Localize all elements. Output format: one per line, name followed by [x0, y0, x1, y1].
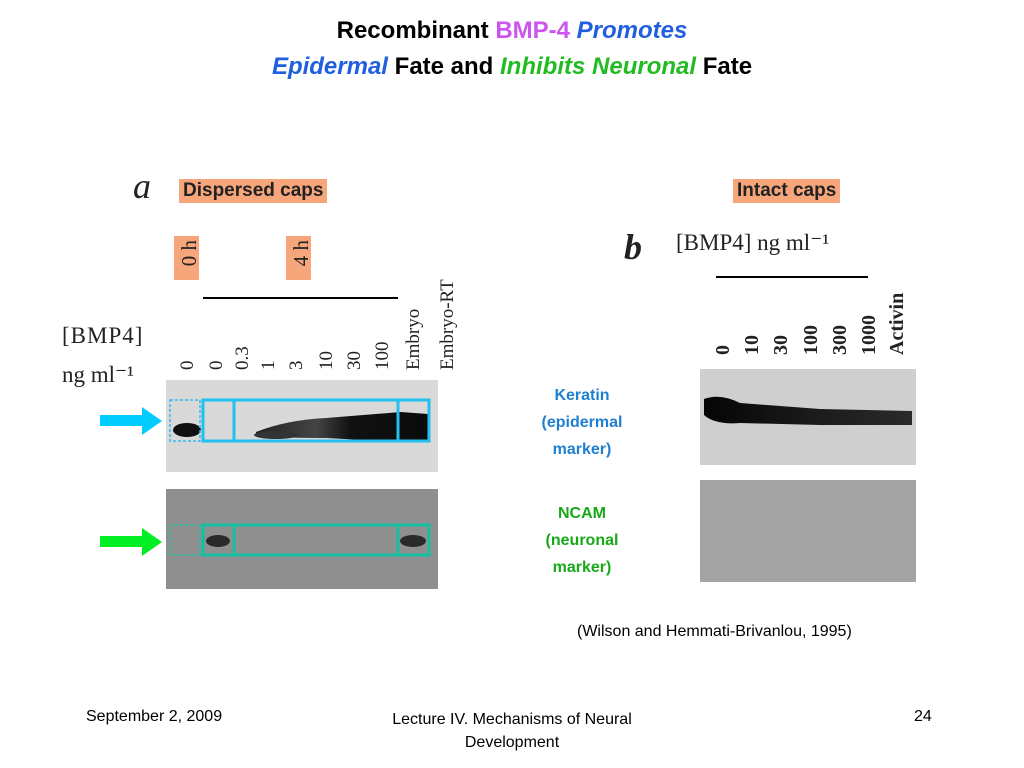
- panel-a-letter: a: [133, 166, 151, 206]
- marker-line: (epidermal: [541, 414, 623, 431]
- time-4h-text: 4 h: [289, 240, 313, 267]
- title-part: Fate: [696, 53, 753, 80]
- lane-label-a: 3: [286, 360, 307, 371]
- keratin-blot-a: [166, 380, 438, 472]
- bmp4-label-a: [BMP4]: [62, 323, 144, 348]
- title-bmp4: BMP-4: [495, 17, 570, 44]
- lane-label-a: Embryo: [403, 308, 424, 370]
- bmp4-label-b: [BMP4] ng ml⁻¹: [676, 230, 830, 255]
- marker-line: marker): [552, 441, 612, 458]
- lane-label-a: Embryo-RT: [437, 279, 458, 370]
- marker-line: NCAM: [558, 505, 606, 522]
- lane-label-b: 30: [770, 335, 792, 355]
- keratin-blot-b: [700, 369, 916, 465]
- marker-line: marker): [552, 559, 612, 576]
- ncam-blot-b: [700, 480, 916, 582]
- lane-label-b: 10: [741, 335, 763, 355]
- bracket-line-a: [203, 297, 398, 299]
- title-space: [570, 17, 577, 44]
- lane-label-a: 0.3: [232, 346, 253, 370]
- footer-lecture-line: Development: [464, 734, 560, 751]
- lane-label-a: 1: [258, 360, 279, 371]
- ncam-marker-label: NCAM (neuronal marker): [520, 500, 644, 581]
- lane-label-b: 0: [712, 345, 734, 355]
- title-part: Recombinant: [336, 17, 496, 44]
- lane-label-b: 100: [800, 325, 822, 355]
- panel-b-letter: b: [624, 227, 642, 267]
- marker-line: (neuronal: [545, 532, 619, 549]
- title-epidermal: Epidermal: [271, 53, 388, 80]
- lane-label-a: 10: [316, 351, 337, 370]
- ncam-blot-a: [166, 489, 438, 589]
- lane-label-a: 0: [177, 360, 198, 371]
- lane-label-a: 100: [372, 341, 393, 371]
- lane-label-b: 1000: [858, 315, 880, 355]
- lane-label-b: 300: [829, 325, 851, 355]
- time-0h-text: 0 h: [177, 240, 201, 267]
- time-4h-badge: 4 h: [286, 236, 313, 280]
- lane-label-a: 0: [206, 360, 227, 371]
- citation: (Wilson and Hemmati-Brivanlou, 1995): [577, 623, 852, 640]
- intact-caps-label: Intact caps: [733, 179, 841, 203]
- footer-date: September 2, 2009: [86, 708, 223, 725]
- slide-title-line2: Epidermal Fate and Inhibits Neuronal Fat…: [0, 53, 1024, 81]
- keratin-arrow-icon: [100, 407, 162, 435]
- footer-lecture: Lecture IV. Mechanisms of Neural Develop…: [312, 708, 712, 754]
- dispersed-caps-label: Dispersed caps: [179, 179, 328, 203]
- bracket-line-b: [716, 276, 868, 278]
- footer-lecture-line: Lecture IV. Mechanisms of Neural: [392, 711, 632, 728]
- unit-label-a: ng ml⁻¹: [62, 362, 135, 387]
- marker-line: Keratin: [554, 387, 610, 404]
- keratin-marker-label: Keratin (epidermal marker): [520, 382, 644, 463]
- title-promotes: Promotes: [576, 17, 688, 44]
- title-inhibits: Inhibits Neuronal: [500, 53, 697, 80]
- ncam-arrow-icon: [100, 528, 162, 556]
- lane-label-a: 30: [344, 351, 365, 370]
- title-part: Fate and: [387, 53, 501, 80]
- lane-label-b: Activin: [886, 292, 908, 355]
- time-0h-badge: 0 h: [174, 236, 201, 280]
- footer-page-number: 24: [914, 708, 932, 725]
- slide-title-line1: Recombinant BMP-4 Promotes: [0, 17, 1024, 45]
